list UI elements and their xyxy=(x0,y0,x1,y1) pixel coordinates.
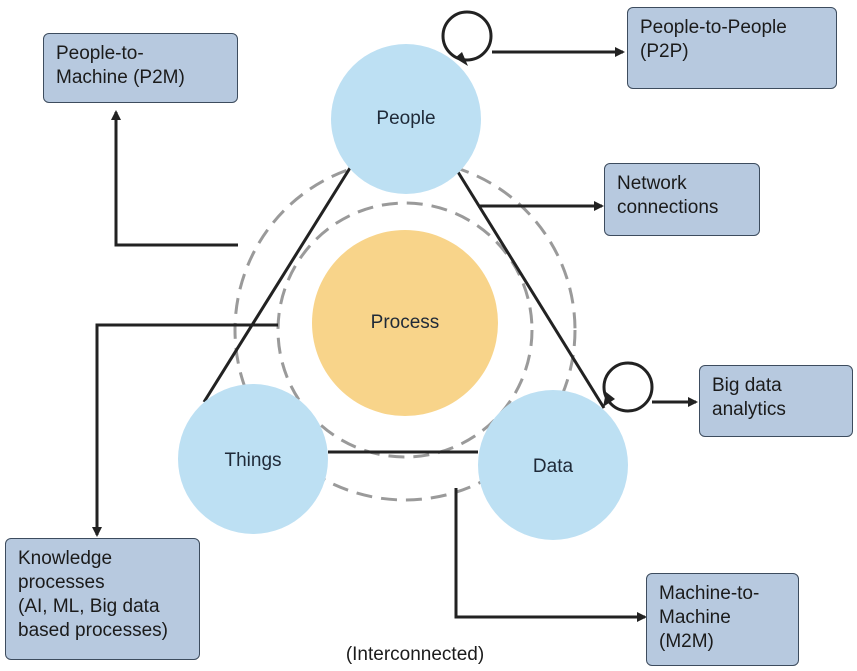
connector-p2m xyxy=(111,110,238,247)
node-label-data: Data xyxy=(532,456,574,477)
node-label-process: Process xyxy=(370,312,440,333)
node-label-things: Things xyxy=(224,450,282,471)
node-people xyxy=(331,44,481,194)
node-things xyxy=(178,384,328,534)
edge-people-data xyxy=(456,171,606,409)
edge-people-things xyxy=(202,167,352,403)
box-p2p: People-to-People (P2P) xyxy=(627,7,837,89)
node-process xyxy=(312,230,498,416)
box-m2m: Machine-to- Machine (M2M) xyxy=(646,573,799,666)
box-knowledge: Knowledge processes (AI, ML, Big data ba… xyxy=(5,538,200,660)
node-data xyxy=(478,390,628,540)
self-loop-people xyxy=(441,10,493,62)
self-loop-people-arrowhead xyxy=(455,52,468,66)
connector-m2m xyxy=(454,488,647,622)
box-big-data: Big data analytics xyxy=(699,365,853,437)
node-label-people: People xyxy=(376,108,436,129)
box-p2m: People-to- Machine (P2M) xyxy=(43,33,238,103)
self-loop-data xyxy=(602,361,654,413)
diagram-caption: (Interconnected) xyxy=(345,644,485,665)
self-loop-data-arrowhead xyxy=(603,392,615,407)
box-network: Network connections xyxy=(604,163,760,236)
connector-knowledge xyxy=(92,323,278,537)
inner-dashed-ring xyxy=(276,201,534,459)
